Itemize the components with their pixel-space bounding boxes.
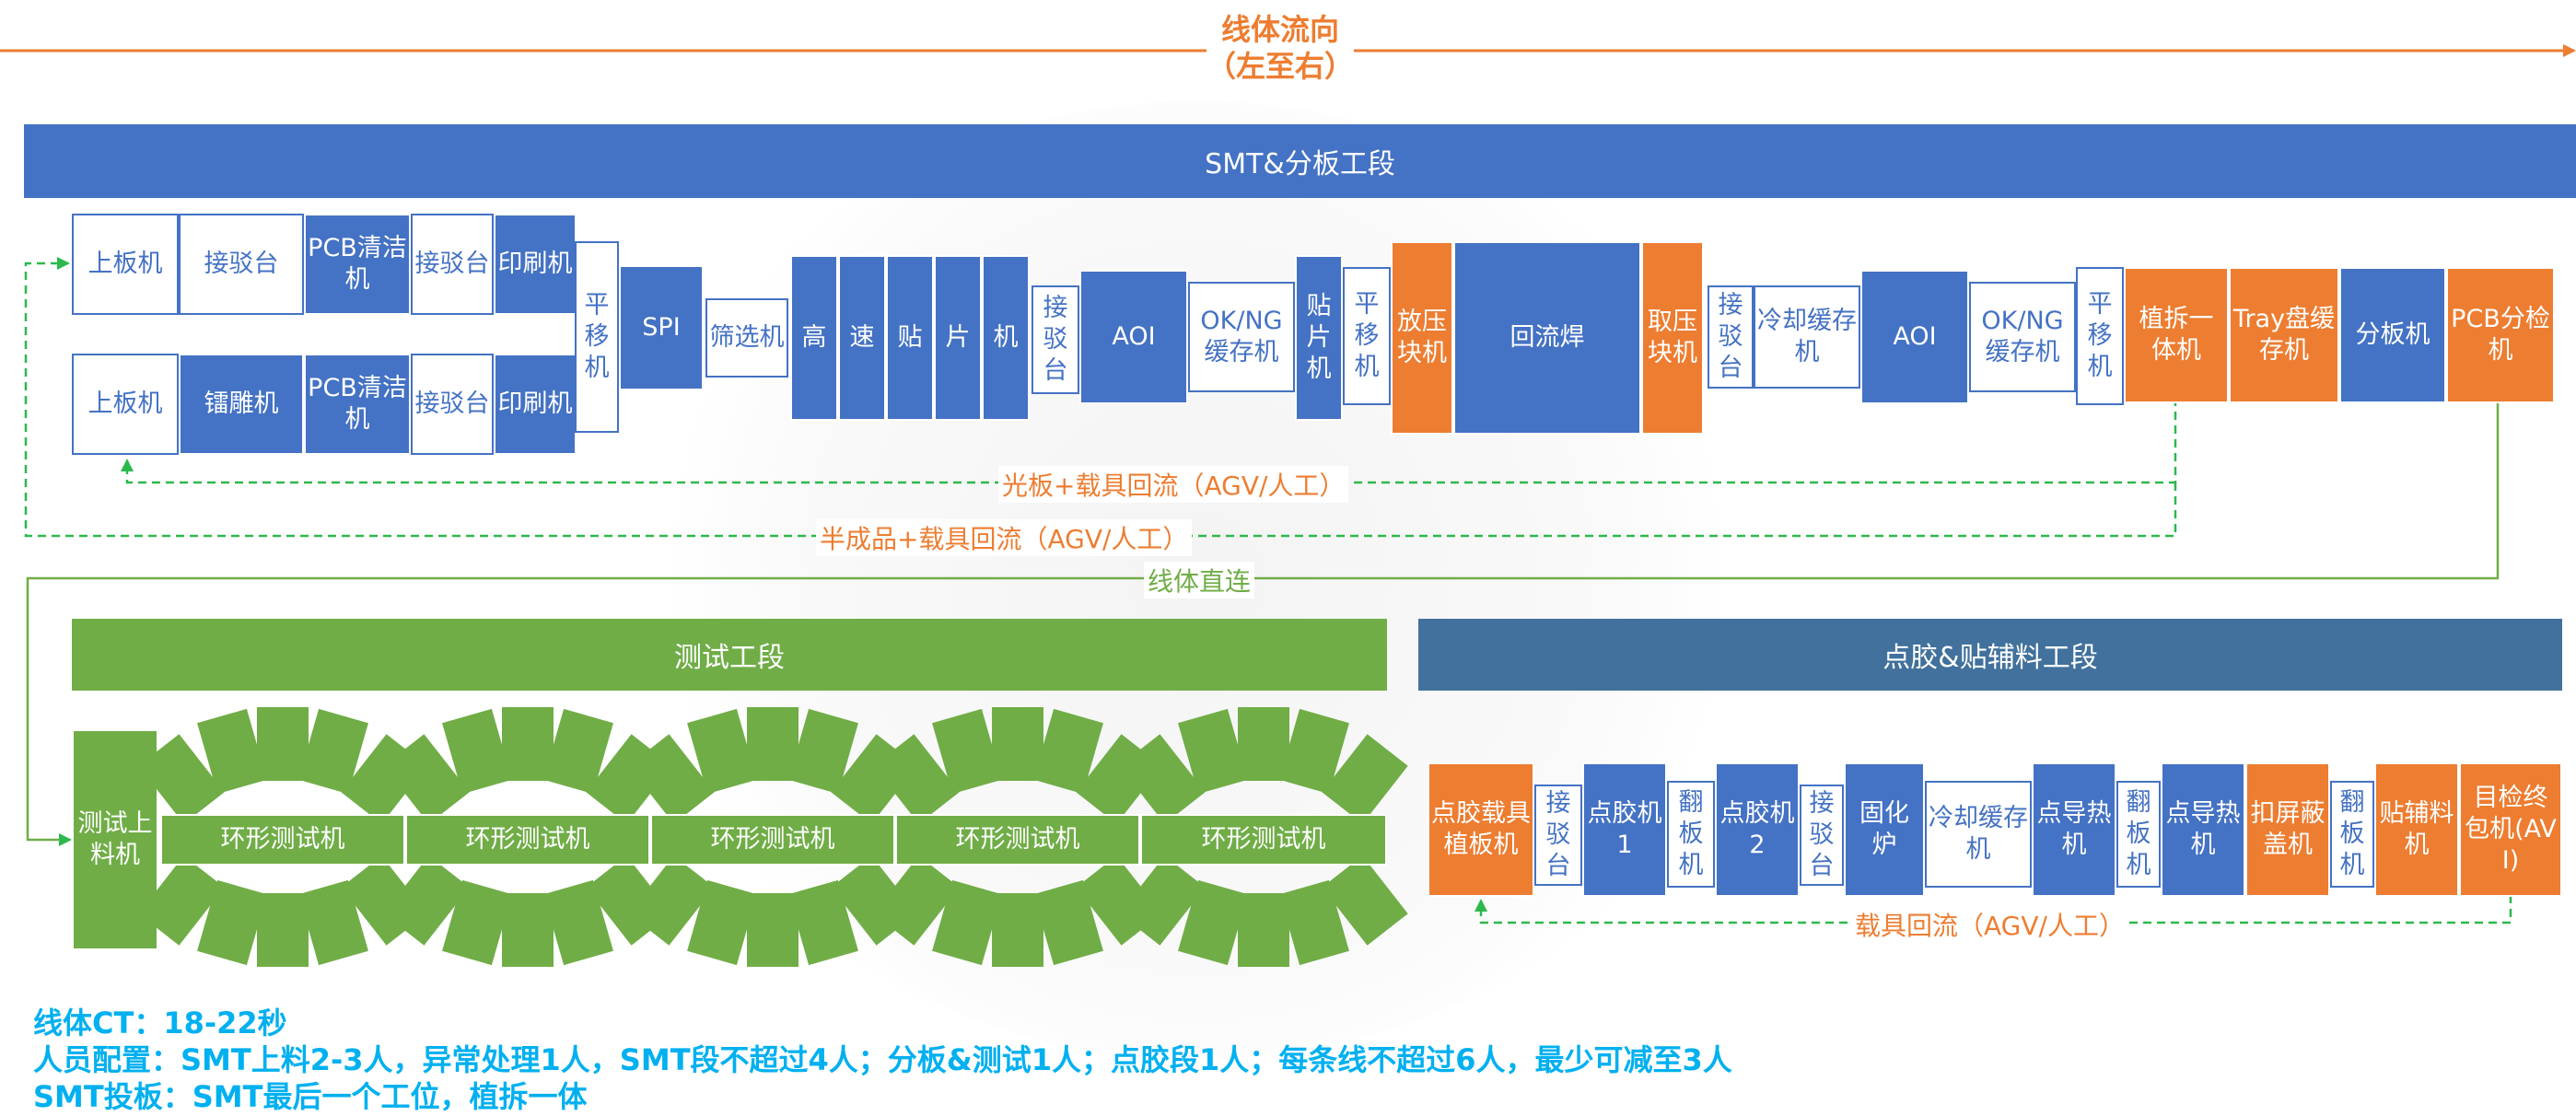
ring-tester-3: 环形测试机 (650, 814, 895, 866)
flow-direction-line1: 线体流向 (1220, 12, 1339, 47)
smt-bottom-laser: 镭雕机 (179, 354, 304, 455)
smt-bottom-printer: 印刷机 (494, 354, 577, 455)
smt-section-banner: SMT&分板工段 (24, 124, 2576, 198)
ring-tester-2: 环形测试机 (405, 814, 650, 866)
flow-direction-title: 线体流向 （左至右） (1206, 11, 1354, 85)
ring-tile (1238, 707, 1289, 781)
avi-final-pack-machine: 目检终包机(AVI) (2459, 762, 2562, 897)
ring-tile (747, 707, 798, 781)
smt-connector-3: 接驳台 (1032, 285, 1079, 394)
dispense-machine-1: 点胶机1 (1582, 762, 1667, 897)
smt-cooling-buffer: 冷却缓存机 (1754, 285, 1860, 389)
ring-tile (502, 707, 554, 781)
smt-top-pcb-cleaner: PCB清洁机 (304, 214, 411, 315)
shield-cover-machine: 扣屏蔽盖机 (2245, 762, 2330, 897)
flip-machine-3: 翻板机 (2330, 781, 2374, 888)
bare-board-return-label: 光板+载具回流（AGV/人工） (998, 466, 1349, 503)
thermal-dispense-2: 点导热机 (2161, 762, 2245, 897)
flip-machine-2: 翻板机 (2116, 781, 2161, 888)
smt-highspeed-3: 贴 (886, 255, 934, 421)
smt-top-printer: 印刷机 (494, 214, 577, 315)
smt-place-press: 放压块机 (1391, 241, 1453, 435)
semi-return-line (24, 257, 2177, 538)
thermal-dispense-1: 点导热机 (2032, 762, 2116, 897)
smt-shift-machine-2: 平移机 (1343, 267, 1391, 405)
semi-return-label: 半成品+载具回流（AGV/人工） (816, 519, 1193, 556)
staffing-info: 人员配置：SMT上料2-3人，异常处理1人，SMT段不超过4人；分板&测试1人；… (33, 1042, 1732, 1077)
direct-connect-label: 线体直连 (1144, 562, 1255, 599)
smt-highspeed-2: 速 (838, 255, 886, 421)
dispense-section-banner: 点胶&贴辅料工段 (1418, 619, 2562, 691)
flip-machine-1: 翻板机 (1667, 781, 1715, 888)
smt-connector-4: 接驳台 (1708, 285, 1754, 389)
ring-tile (992, 707, 1043, 781)
dispense-connector-2: 接驳台 (1800, 785, 1844, 886)
smt-tray-buffer: Tray盘缓存机 (2229, 267, 2339, 403)
ring-tile (257, 707, 309, 781)
smt-split-machine: 分板机 (2339, 267, 2446, 403)
flow-direction-line2: （左至右） (1206, 49, 1355, 84)
smt-bottom-connector: 接驳台 (411, 354, 494, 455)
ring-tile (257, 893, 309, 967)
smt-highspeed-1: 高 (790, 255, 838, 421)
dispense-machine-2: 点胶机2 (1715, 762, 1800, 897)
smt-okng-buffer-2: OK/NG缓存机 (1969, 282, 2076, 392)
smt-bottom-loader: 上板机 (72, 354, 179, 455)
dispense-cooling-buffer: 冷却缓存机 (1925, 781, 2032, 888)
smt-shift-machine: 平移机 (575, 241, 619, 433)
ring-tile (502, 893, 554, 967)
smt-top-connector2: 接驳台 (411, 214, 494, 315)
smt-sort-machine: 筛选机 (705, 298, 788, 378)
smt-highspeed-4: 片 (934, 255, 982, 421)
carrier-return-label: 载具回流（AGV/人工） (1851, 906, 2128, 943)
test-section-banner: 测试工段 (72, 619, 1387, 691)
ring-tile (992, 893, 1043, 967)
smt-spi: SPI (619, 265, 704, 390)
direct-connect-line (26, 402, 2500, 846)
smt-mounter: 贴片机 (1295, 255, 1343, 421)
smt-plant-remove-machine: 植拆一体机 (2124, 267, 2229, 403)
smt-input-info: SMT投板：SMT最后一个工位，植拆一体 (33, 1079, 588, 1114)
smt-aoi-1: AOI (1079, 270, 1188, 404)
smt-shift-machine-3: 平移机 (2076, 267, 2124, 405)
smt-pcb-sorter: PCB分检机 (2446, 267, 2555, 403)
smt-top-connector: 接驳台 (179, 214, 304, 315)
ring-tile (747, 893, 798, 967)
auxiliary-material-machine: 贴辅料机 (2374, 762, 2459, 897)
dispense-connector-1: 接驳台 (1534, 785, 1582, 886)
smt-top-loader: 上板机 (72, 214, 179, 315)
smt-aoi-2: AOI (1860, 270, 1969, 404)
ring-tester-1: 环形测试机 (160, 814, 405, 866)
smt-highspeed-5: 机 (982, 255, 1030, 421)
ring-tile (1238, 893, 1289, 967)
line-ct-info: 线体CT：18-22秒 (33, 1006, 287, 1040)
smt-reflow: 回流焊 (1453, 241, 1641, 435)
smt-okng-buffer-1: OK/NG缓存机 (1188, 282, 1295, 392)
ring-tester-4: 环形测试机 (895, 814, 1140, 866)
ring-tester-5: 环形测试机 (1140, 814, 1387, 866)
curing-oven: 固化炉 (1844, 762, 1925, 897)
dispense-carrier-plant: 点胶载具植板机 (1428, 762, 1534, 897)
smt-take-press: 取压块机 (1641, 241, 1704, 435)
smt-bottom-pcb-cleaner: PCB清洁机 (304, 354, 411, 455)
